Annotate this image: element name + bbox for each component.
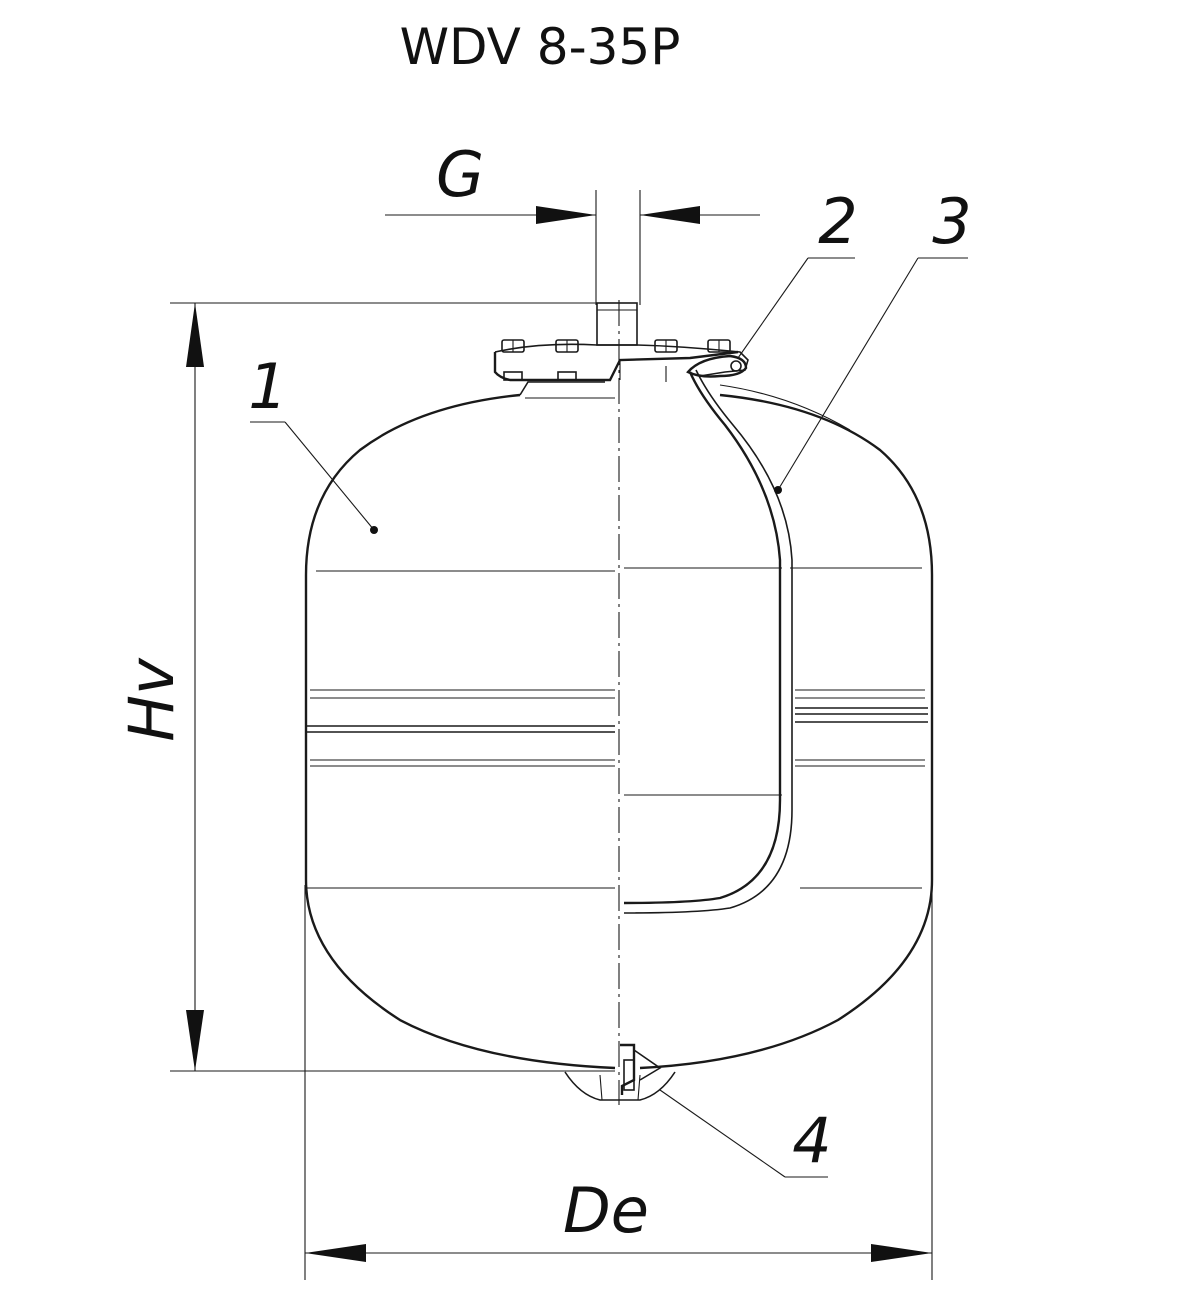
g-label: G — [436, 138, 484, 211]
de-label: De — [563, 1174, 649, 1247]
callout-4-label: 4 — [792, 1104, 831, 1177]
callout-2-label: 2 — [818, 185, 857, 258]
outlet-pipe — [596, 302, 638, 346]
hv-arrow-top — [186, 303, 204, 367]
flange-bolts — [501, 339, 731, 382]
shell-bands-left — [306, 570, 615, 889]
callout-3-label: 3 — [932, 185, 971, 258]
clamp-ring — [686, 354, 748, 378]
hv-label: Hv — [115, 657, 188, 742]
membrane — [623, 369, 851, 914]
g-arrow-left — [536, 206, 596, 224]
g-arrow-right — [640, 206, 700, 224]
hv-arrow-bottom — [186, 1010, 204, 1071]
callout-2: 2 — [737, 185, 858, 359]
dimension-hv: Hv — [115, 302, 615, 1072]
callout-1: 1 — [248, 350, 378, 534]
vessel-shell — [304, 381, 934, 1070]
callout-4: 4 — [659, 1089, 832, 1178]
callout-1-label: 1 — [248, 350, 287, 423]
top-flange — [493, 302, 749, 382]
dimension-g: G — [385, 138, 760, 305]
dimension-de: De — [304, 885, 933, 1280]
model-title: WDV 8-35P — [400, 18, 681, 76]
de-arrow-left — [305, 1244, 366, 1262]
de-arrow-right — [871, 1244, 932, 1262]
bottom-fitting — [564, 1043, 676, 1101]
callout-3: 3 — [774, 185, 972, 494]
shell-bands-right — [624, 567, 928, 889]
